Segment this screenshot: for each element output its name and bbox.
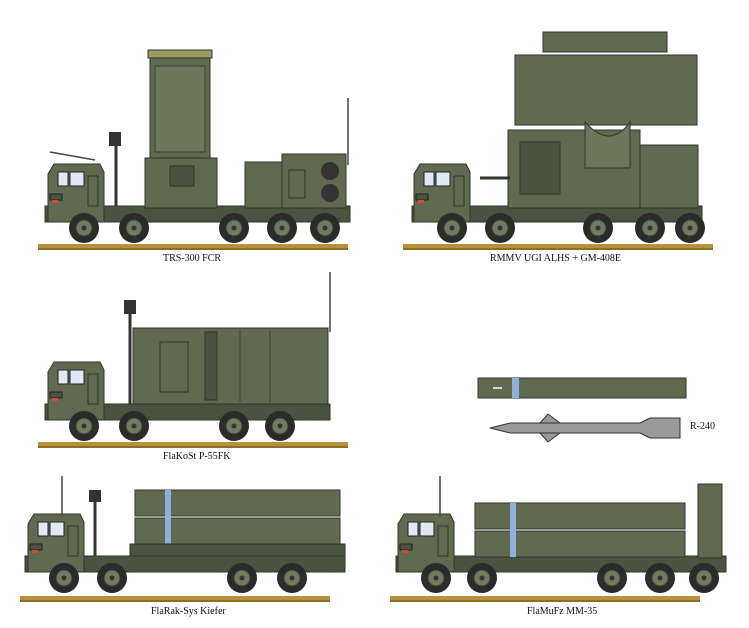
vehicle-rmmv <box>403 31 713 250</box>
vehicle-flamufz <box>390 476 727 602</box>
caption-r240: R-240 <box>690 421 715 432</box>
missile-r240 <box>477 377 687 443</box>
vehicle-trs300 <box>38 49 351 250</box>
caption-rmmv: RMMV UGI ALHS + GM-408E <box>490 253 622 264</box>
caption-trs300: TRS-300 FCR <box>163 253 222 264</box>
caption-flarak: FlaRak-Sys Kiefer <box>151 606 226 617</box>
vehicle-flarak <box>20 476 346 602</box>
caption-flakost: FlaKoSt P-55FK <box>163 451 231 462</box>
caption-flamufz: FlaMuFz MM-35 <box>527 606 598 617</box>
vehicle-flakost <box>38 272 348 448</box>
